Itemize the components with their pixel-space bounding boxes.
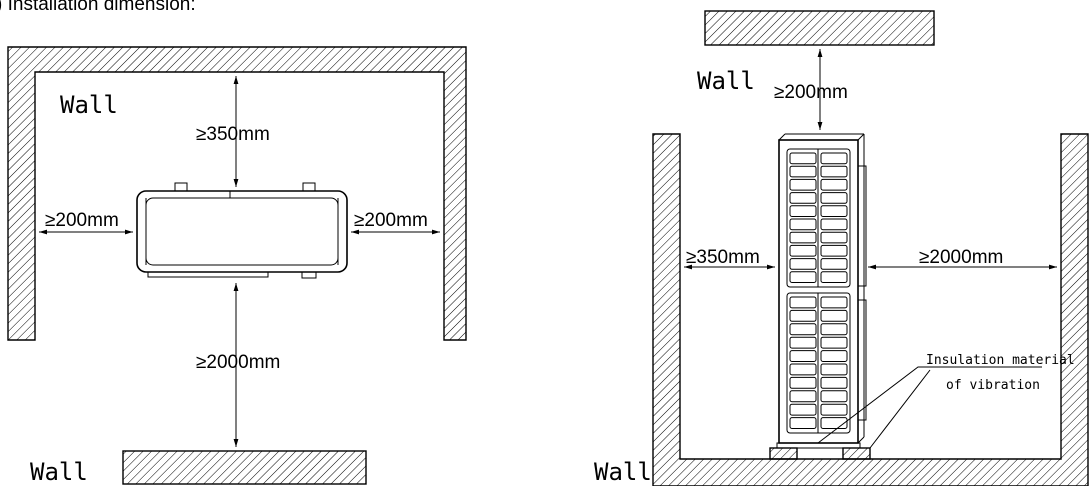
louver-slat — [820, 417, 848, 430]
right-side-view: Wall Wall ≥200mm ≥350mm ≥2000mm Insulati… — [594, 10, 1089, 486]
right-top-wall — [704, 10, 935, 46]
louver-slat — [789, 205, 817, 218]
right-u-wall — [652, 133, 1089, 486]
louver-slat — [820, 258, 848, 270]
louver-slat — [789, 178, 817, 191]
right-unit-sideview — [776, 133, 867, 449]
louver-slat — [789, 376, 817, 389]
louver-slat — [789, 390, 817, 403]
louver-slat — [789, 309, 817, 322]
section-heading: ) Installation dimension: — [0, 0, 196, 15]
louver-slat — [820, 336, 848, 349]
right-dim-top-text: ≥200mm — [774, 82, 848, 103]
louver-slat — [820, 376, 848, 389]
left-bottom-wall — [122, 450, 367, 485]
louver-slat — [789, 271, 817, 283]
louver-slat — [789, 165, 817, 178]
louver-slat — [789, 192, 817, 204]
left-dim-left-text: ≥200mm — [45, 210, 119, 231]
louver-slat — [820, 403, 848, 416]
vibration-pad-right — [842, 447, 871, 460]
right-dim-right-text: ≥2000mm — [919, 247, 1003, 268]
unit-louvers — [789, 152, 848, 430]
louver-slat — [789, 417, 817, 430]
left-unit-topview — [136, 182, 348, 279]
louver-slat — [820, 323, 848, 336]
note-line-1: Insulation material — [926, 353, 1075, 368]
louver-slat — [789, 231, 817, 244]
left-dim-right-text: ≥200mm — [354, 210, 428, 231]
louver-slat — [820, 390, 848, 403]
louver-slat — [789, 363, 817, 376]
louver-slat — [820, 296, 848, 309]
louver-slat — [789, 336, 817, 349]
right-wall-bottom-label: Wall — [594, 458, 652, 486]
left-wall-top-label: Wall — [60, 91, 118, 119]
right-dim-left-text: ≥350mm — [686, 247, 760, 268]
louver-slat — [789, 152, 817, 165]
left-u-wall — [7, 46, 467, 341]
louver-slat — [789, 296, 817, 309]
right-wall-top-label: Wall — [697, 67, 755, 95]
left-dim-top-text: ≥350mm — [196, 124, 270, 145]
louver-slat — [820, 178, 848, 191]
louver-slat — [820, 218, 848, 231]
vibration-pad-left — [769, 447, 798, 460]
louver-slat — [820, 363, 848, 376]
louver-slat — [820, 192, 848, 204]
note-leader-lines — [817, 366, 1042, 449]
left-dim-bottom-text: ≥2000mm — [196, 352, 280, 373]
louver-slat — [789, 403, 817, 416]
left-top-view: Wall Wall ≥350mm ≥200mm ≥200mm ≥2000mm — [7, 46, 467, 486]
louver-slat — [789, 350, 817, 363]
louver-slat — [820, 231, 848, 244]
note-line-2: of vibration — [946, 378, 1040, 393]
louver-slat — [789, 218, 817, 231]
louver-slat — [820, 205, 848, 218]
louver-slat — [820, 165, 848, 178]
louver-slat — [820, 152, 848, 165]
louver-slat — [820, 350, 848, 363]
louver-slat — [789, 258, 817, 270]
louver-slat — [820, 309, 848, 322]
louver-slat — [820, 271, 848, 283]
louver-slat — [789, 244, 817, 257]
louver-slat — [820, 244, 848, 257]
left-wall-bottom-label: Wall — [30, 458, 88, 486]
louver-slat — [789, 323, 817, 336]
